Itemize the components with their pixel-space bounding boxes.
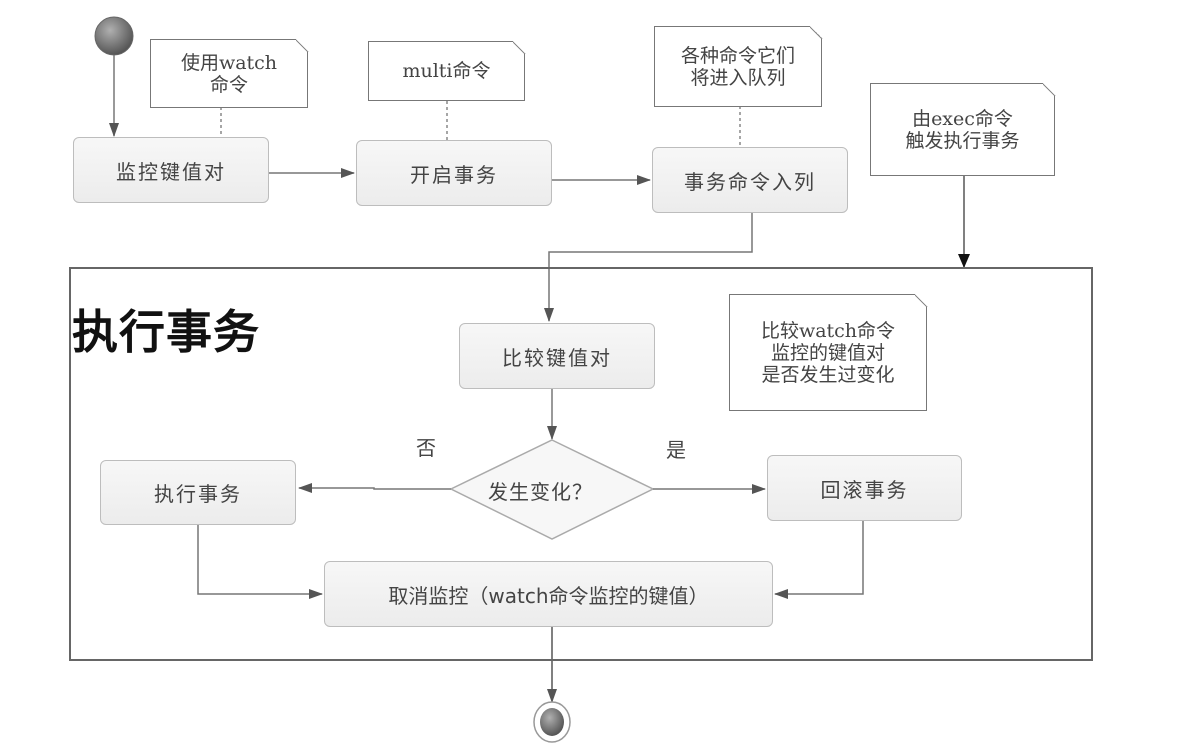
edge-execute-to-unwatch xyxy=(197,524,323,599)
note-queue-commands: 各种命令它们 将进入队列 xyxy=(654,25,823,107)
action-begin-transaction: 开启事务 xyxy=(356,140,552,206)
action-label: 事务命令入列 xyxy=(684,169,816,194)
note-text: multi命令 xyxy=(402,60,491,82)
execute-transaction-frame xyxy=(69,267,1093,661)
note-fold-icon xyxy=(295,38,309,52)
note-fold-icon xyxy=(914,293,928,307)
action-execute-transaction: 执行事务 xyxy=(100,460,296,525)
note-text: 各种命令它们 将进入队列 xyxy=(680,44,795,89)
action-compare-keys: 比较键值对 xyxy=(459,323,655,389)
edge-decision-no xyxy=(298,483,451,493)
end-node-inner xyxy=(540,708,564,736)
action-label: 比较键值对 xyxy=(502,345,612,370)
action-unwatch: 取消监控（watch命令监控的键值） xyxy=(324,561,773,627)
action-rollback-transaction: 回滚事务 xyxy=(767,455,962,521)
action-enqueue-commands: 事务命令入列 xyxy=(652,147,848,213)
start-node xyxy=(94,16,134,56)
note-fold-icon xyxy=(809,25,823,39)
note-text: 使用watch 命令 xyxy=(180,51,278,96)
note-multi-command: multi命令 xyxy=(368,40,526,101)
branch-label-no: 否 xyxy=(416,436,436,460)
action-label: 开启事务 xyxy=(410,162,498,187)
note-exec-command: 由exec命令 触发执行事务 xyxy=(870,82,1056,176)
note-fold-icon xyxy=(512,40,526,54)
action-label: 执行事务 xyxy=(154,482,242,506)
decision-label: 发生变化？ xyxy=(488,480,593,504)
action-label: 监控键值对 xyxy=(116,159,226,184)
note-fold-icon xyxy=(1042,82,1056,96)
decision-diamond xyxy=(449,439,655,540)
note-compare-watch: 比较watch命令 监控的键值对 是否发生过变化 xyxy=(729,293,928,411)
note-text: 由exec命令 触发执行事务 xyxy=(905,107,1020,152)
edge-rollback-to-unwatch xyxy=(774,520,864,599)
frame-title: 执行事务 xyxy=(72,305,260,359)
edge-enqueue-to-compare xyxy=(544,213,753,322)
note-watch-command: 使用watch 命令 xyxy=(150,38,309,108)
note-text: 比较watch命令 监控的键值对 是否发生过变化 xyxy=(760,319,896,386)
action-watch-keys: 监控键值对 xyxy=(73,137,269,203)
action-label: 取消监控（watch命令监控的键值） xyxy=(388,583,709,608)
action-label: 回滚事务 xyxy=(820,477,909,502)
branch-label-yes: 是 xyxy=(666,438,686,462)
